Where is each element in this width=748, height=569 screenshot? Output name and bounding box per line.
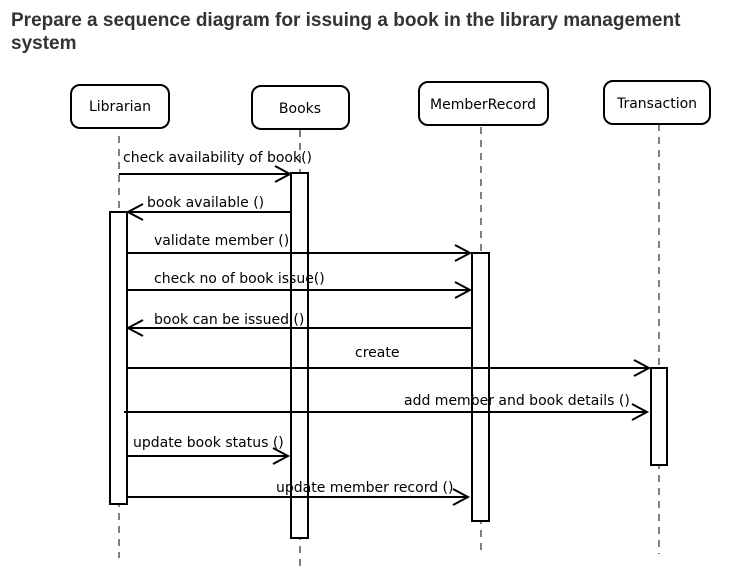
actor-books[interactable]: Books — [251, 85, 350, 130]
message-book-available: book available () — [125, 195, 291, 221]
message-label: update book status () — [133, 435, 284, 451]
actor-librarian[interactable]: Librarian — [70, 84, 170, 129]
message-validate-member: validate member () — [127, 233, 473, 262]
actor-label-transaction: Transaction — [616, 96, 697, 112]
message-create: create — [127, 345, 652, 377]
message-label: book can be issued () — [154, 312, 304, 328]
page-title: Prepare a sequence diagram for issuing a… — [11, 10, 681, 54]
message-add-details: add member and book details () — [124, 393, 650, 421]
actor-memberrecord[interactable]: MemberRecord — [418, 81, 549, 126]
actor-label-librarian: Librarian — [89, 99, 151, 115]
message-check-availability: check availability of book() — [119, 150, 312, 183]
message-label: validate member () — [154, 233, 289, 249]
activation-books — [290, 172, 309, 539]
actor-label-books: Books — [279, 101, 321, 117]
message-update-member-record: update member record () — [127, 480, 471, 506]
message-label: add member and book details () — [404, 393, 630, 409]
actor-label-memberrecord: MemberRecord — [430, 97, 536, 113]
message-label: create — [355, 345, 399, 361]
actor-transaction[interactable]: Transaction — [603, 80, 711, 125]
message-label: check no of book issue() — [154, 271, 325, 287]
message-label: check availability of book() — [123, 150, 312, 166]
message-label: book available () — [147, 195, 264, 211]
activation-transaction — [650, 367, 668, 466]
activation-memberrecord — [471, 252, 490, 522]
message-label: update member record () — [276, 480, 453, 496]
message-check-book-issue: check no of book issue() — [127, 271, 473, 299]
activation-librarian — [109, 211, 128, 505]
message-update-book-status: update book status () — [127, 435, 291, 465]
message-book-can-be-issued: book can be issued () — [125, 312, 472, 337]
